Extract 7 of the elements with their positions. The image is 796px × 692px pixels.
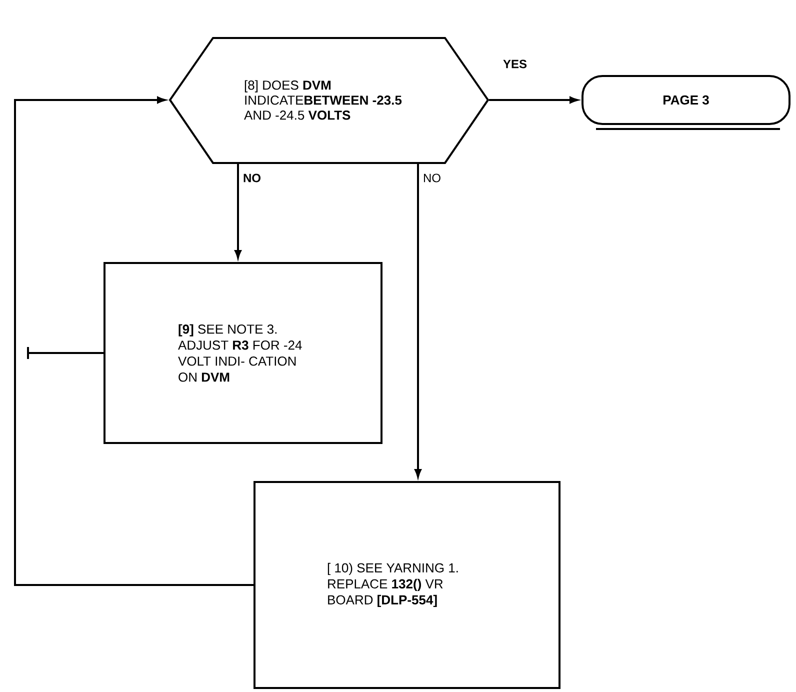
process-box: [ 10) SEE YARNING 1. REPLACE 132() VR BOARD [DLP-554] [254,480,560,689]
edge-label: YES [502,58,528,70]
arrow [14,96,254,586]
process-box: [9] SEE NOTE 3. ADJUST R3 FOR -24 VOLT INDI- CATION ON DVM [104,262,382,444]
edge-label: NO [242,172,262,184]
edge-label: NO [422,172,442,184]
terminal-capsule: PAGE 3 [582,74,790,130]
